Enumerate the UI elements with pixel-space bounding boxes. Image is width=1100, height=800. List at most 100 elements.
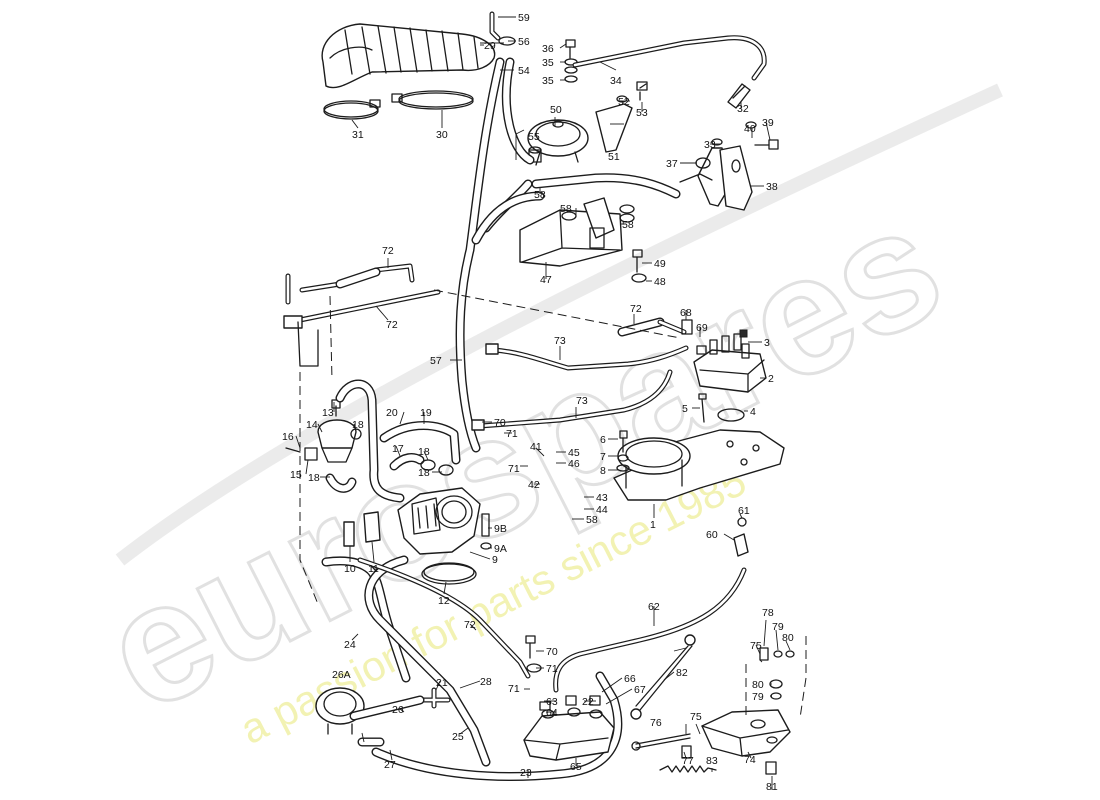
callout-12: 12 — [438, 595, 450, 607]
callout-70b: 70 — [546, 646, 558, 658]
lever-spring — [631, 733, 717, 773]
callout-35a: 35 — [542, 57, 554, 69]
pipe-62 — [553, 567, 747, 693]
bolt-48-49 — [631, 249, 647, 283]
intake-boot — [321, 23, 496, 89]
bolt-6-7-8 — [616, 430, 630, 472]
t-piece — [349, 687, 451, 747]
callout-58b: 58 — [560, 203, 572, 215]
callout-9B: 9B — [494, 523, 507, 535]
callout-72a: 72 — [382, 245, 394, 257]
callout-21: 21 — [436, 677, 448, 689]
callout-71d: 71 — [508, 683, 520, 695]
callout-11: 11 — [368, 563, 379, 575]
callout-80a: 80 — [782, 632, 794, 644]
callout-4: 4 — [750, 406, 756, 418]
callout-56: 56 — [518, 36, 530, 48]
callout-49: 49 — [654, 258, 666, 270]
distribution-block — [519, 197, 635, 267]
gasket-12 — [421, 562, 477, 585]
callout-16: 16 — [282, 431, 294, 443]
callout-71c: 71 — [546, 663, 558, 675]
callout-27: 27 — [384, 759, 396, 771]
callout-69: 69 — [696, 322, 708, 334]
callout-58a: 58 — [534, 189, 546, 201]
callout-78: 78 — [762, 607, 774, 619]
warm-up-regulator — [523, 695, 615, 761]
callout-2: 2 — [768, 373, 774, 385]
callout-68: 68 — [680, 307, 692, 319]
callout-45: 45 — [568, 447, 580, 459]
callout-18a: 18 — [352, 419, 364, 431]
tube-nut — [727, 83, 751, 109]
callout-82: 82 — [676, 667, 688, 679]
callout-9: 9 — [492, 554, 498, 566]
callout-39: 39 — [762, 117, 774, 129]
callout-19: 19 — [420, 407, 432, 419]
callout-54: 54 — [518, 65, 530, 77]
callout-57: 57 — [430, 355, 442, 367]
callout-66: 66 — [624, 673, 636, 685]
callout-5: 5 — [682, 403, 688, 415]
callout-leaders — [295, 16, 791, 790]
callout-1: 1 — [650, 519, 656, 531]
callout-48: 48 — [654, 276, 666, 288]
fuel-pipe-34 — [572, 35, 767, 81]
callout-17: 17 — [392, 443, 404, 455]
vacuum-hoses — [471, 173, 681, 245]
callout-44: 44 — [596, 504, 608, 516]
callout-29: 29 — [484, 40, 496, 52]
hose-25-28 — [364, 555, 491, 767]
callout-23: 23 — [520, 767, 532, 779]
callout-7: 7 — [600, 451, 606, 463]
callout-33: 33 — [704, 139, 716, 151]
callout-18c: 18 — [418, 467, 430, 479]
callout-10: 10 — [344, 563, 356, 575]
callout-72d: 72 — [464, 619, 476, 631]
callout-37: 37 — [666, 158, 678, 170]
callout-25: 25 — [452, 731, 464, 743]
callout-74: 74 — [744, 754, 756, 766]
callout-55: 55 — [528, 131, 540, 143]
callout-36: 36 — [542, 43, 554, 55]
callout-32: 32 — [737, 103, 749, 115]
air-flow-sensor — [613, 429, 785, 501]
fuel-distributor — [681, 319, 767, 393]
callout-30: 30 — [436, 129, 448, 141]
callout-79a: 79 — [772, 621, 784, 633]
callout-81: 81 — [766, 781, 778, 793]
callout-24: 24 — [344, 639, 356, 651]
callout-62: 62 — [648, 601, 660, 613]
callout-67: 67 — [634, 684, 646, 696]
clamp-bracket — [679, 121, 779, 211]
callout-73b: 73 — [576, 395, 588, 407]
callout-58d: 58 — [586, 514, 598, 526]
callout-6: 6 — [600, 434, 606, 446]
callout-64: 64 — [546, 707, 558, 719]
part-drawings — [283, 11, 807, 781]
fitting-60-61 — [733, 517, 749, 557]
callout-15: 15 — [290, 469, 302, 481]
callout-59: 59 — [518, 12, 530, 24]
callout-73a: 73 — [554, 335, 566, 347]
callout-9A: 9A — [494, 543, 507, 555]
callout-8: 8 — [600, 465, 606, 477]
callout-72b: 72 — [386, 319, 398, 331]
callout-20: 20 — [386, 407, 398, 419]
callout-71a: 71 — [506, 428, 518, 440]
callout-38: 38 — [766, 181, 778, 193]
callout-75a: 75 — [750, 640, 762, 652]
callout-51: 51 — [608, 151, 620, 163]
callout-83: 83 — [706, 755, 718, 767]
callout-71b: 71 — [508, 463, 520, 475]
callout-46: 46 — [568, 458, 580, 470]
vacuum-unit — [527, 81, 648, 166]
callout-58c: 58 — [622, 219, 634, 231]
hose-54-57 — [455, 57, 535, 453]
callout-61: 61 — [738, 505, 750, 517]
callout-80b: 80 — [752, 679, 764, 691]
callout-34: 34 — [610, 75, 622, 87]
callout-77: 77 — [682, 755, 694, 767]
hoses-17-19-20 — [325, 379, 461, 503]
